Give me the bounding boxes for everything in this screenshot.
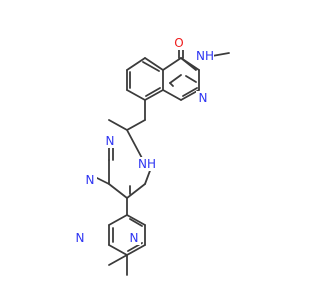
amide-nh-label: NH <box>196 49 214 63</box>
bond-line <box>162 89 182 101</box>
bond-line <box>126 183 146 199</box>
bond-line <box>94 176 110 185</box>
amine-nh-label: NH <box>138 157 156 171</box>
bond-line <box>108 119 128 131</box>
pyrimidine-nitrogen-bottom-label: N <box>86 173 95 187</box>
bond-line <box>126 57 146 71</box>
molecule-diagram: O NH N NH N N N N <box>73 36 230 276</box>
bond-line <box>144 57 164 71</box>
bond-line <box>169 82 174 87</box>
oxygen-atom-label: O <box>174 36 183 50</box>
bond-line <box>144 89 164 101</box>
bond-line <box>182 87 198 97</box>
bond-line <box>108 183 128 199</box>
bond-line <box>169 74 182 84</box>
bond-line <box>126 244 146 256</box>
bond-line <box>129 218 143 227</box>
bond-line <box>126 89 146 101</box>
bond-line <box>108 254 128 266</box>
bond-line <box>180 57 200 71</box>
bond-line <box>211 52 230 57</box>
methylpyrimidine-nitrogen-right-label: N <box>130 231 139 245</box>
bond-line <box>108 244 128 256</box>
bond-layer <box>94 47 230 276</box>
bond-line <box>126 119 146 131</box>
bond-line <box>126 129 144 161</box>
bond-line <box>145 87 161 97</box>
atom-label-layer: O NH N NH N N N N <box>73 36 214 245</box>
structure-svg: O NH N NH N N N N <box>73 36 230 276</box>
pyrimidine-nitrogen-top-label: N <box>106 134 115 148</box>
bond-line <box>185 75 197 83</box>
bond-line <box>162 57 182 71</box>
quinoline-nitrogen-label: N <box>199 91 208 105</box>
bond-line <box>142 61 160 72</box>
methylpyrimidine-nitrogen-left-label: N <box>76 231 85 245</box>
bond-line <box>126 214 146 226</box>
bond-line <box>108 214 128 226</box>
